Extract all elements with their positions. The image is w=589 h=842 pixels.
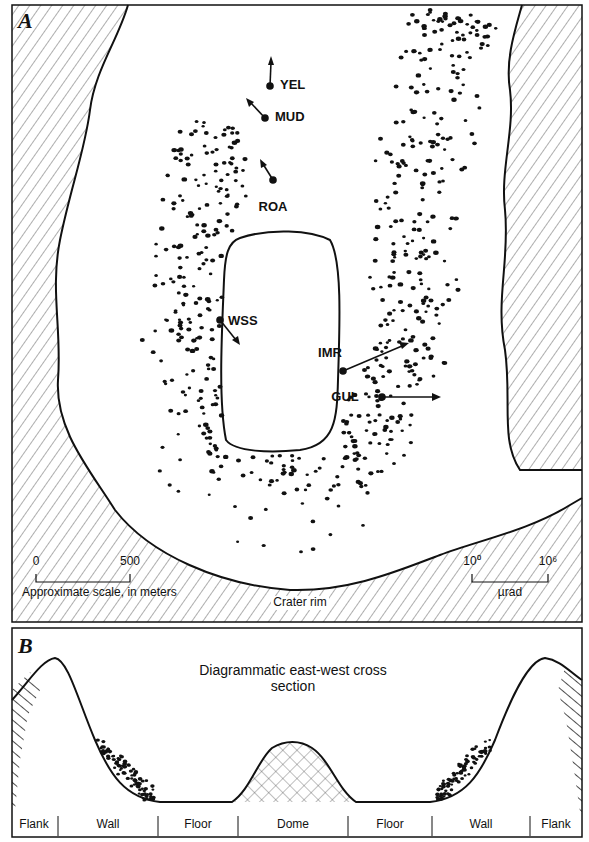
section-title: Diagrammatic east-west cross section [198, 662, 388, 694]
panel-letter: B [18, 633, 33, 658]
crater-rim [501, 5, 582, 470]
station-label: IMR [318, 346, 342, 361]
scale-bars [36, 574, 548, 582]
flank-hatch [558, 668, 582, 812]
zone-label: Dome [277, 818, 309, 832]
scale-number: 10⁰ [463, 555, 480, 569]
zone-label: Floor [184, 818, 211, 832]
scale-number: 10⁶ [539, 555, 557, 569]
debris-dots [140, 8, 498, 553]
flank-hatch [12, 672, 40, 812]
tilt-vectors [217, 56, 441, 401]
scale-number: 500 [120, 555, 140, 569]
zone-label: Wall [97, 818, 120, 832]
station-label: GUL [331, 390, 358, 405]
scale-number: 0 [33, 555, 40, 569]
dome-section [232, 742, 356, 802]
crater-profile [12, 658, 582, 802]
panel-frame [12, 628, 582, 837]
panel-letter: A [18, 8, 33, 33]
scale-caption: Approximate scale, in meters [22, 586, 177, 600]
station-label: WSS [228, 314, 258, 329]
wall-dots [96, 738, 492, 801]
crater-rim [56, 5, 582, 590]
zone-label: Flank [19, 818, 48, 832]
station-label: MUD [275, 110, 305, 125]
zone-label: Floor [376, 818, 403, 832]
zone-label: Wall [470, 818, 493, 832]
station-label: ROA [259, 200, 288, 215]
crater-flank-hatch [12, 5, 582, 622]
station-label: YEL [280, 78, 305, 93]
zone-label: Flank [541, 818, 570, 832]
rim-label: Crater rim [271, 596, 328, 610]
panel-frame [12, 5, 582, 622]
scale-unit: µrad [498, 586, 522, 600]
dome-outline [221, 231, 339, 451]
zone-dividers [58, 816, 530, 836]
